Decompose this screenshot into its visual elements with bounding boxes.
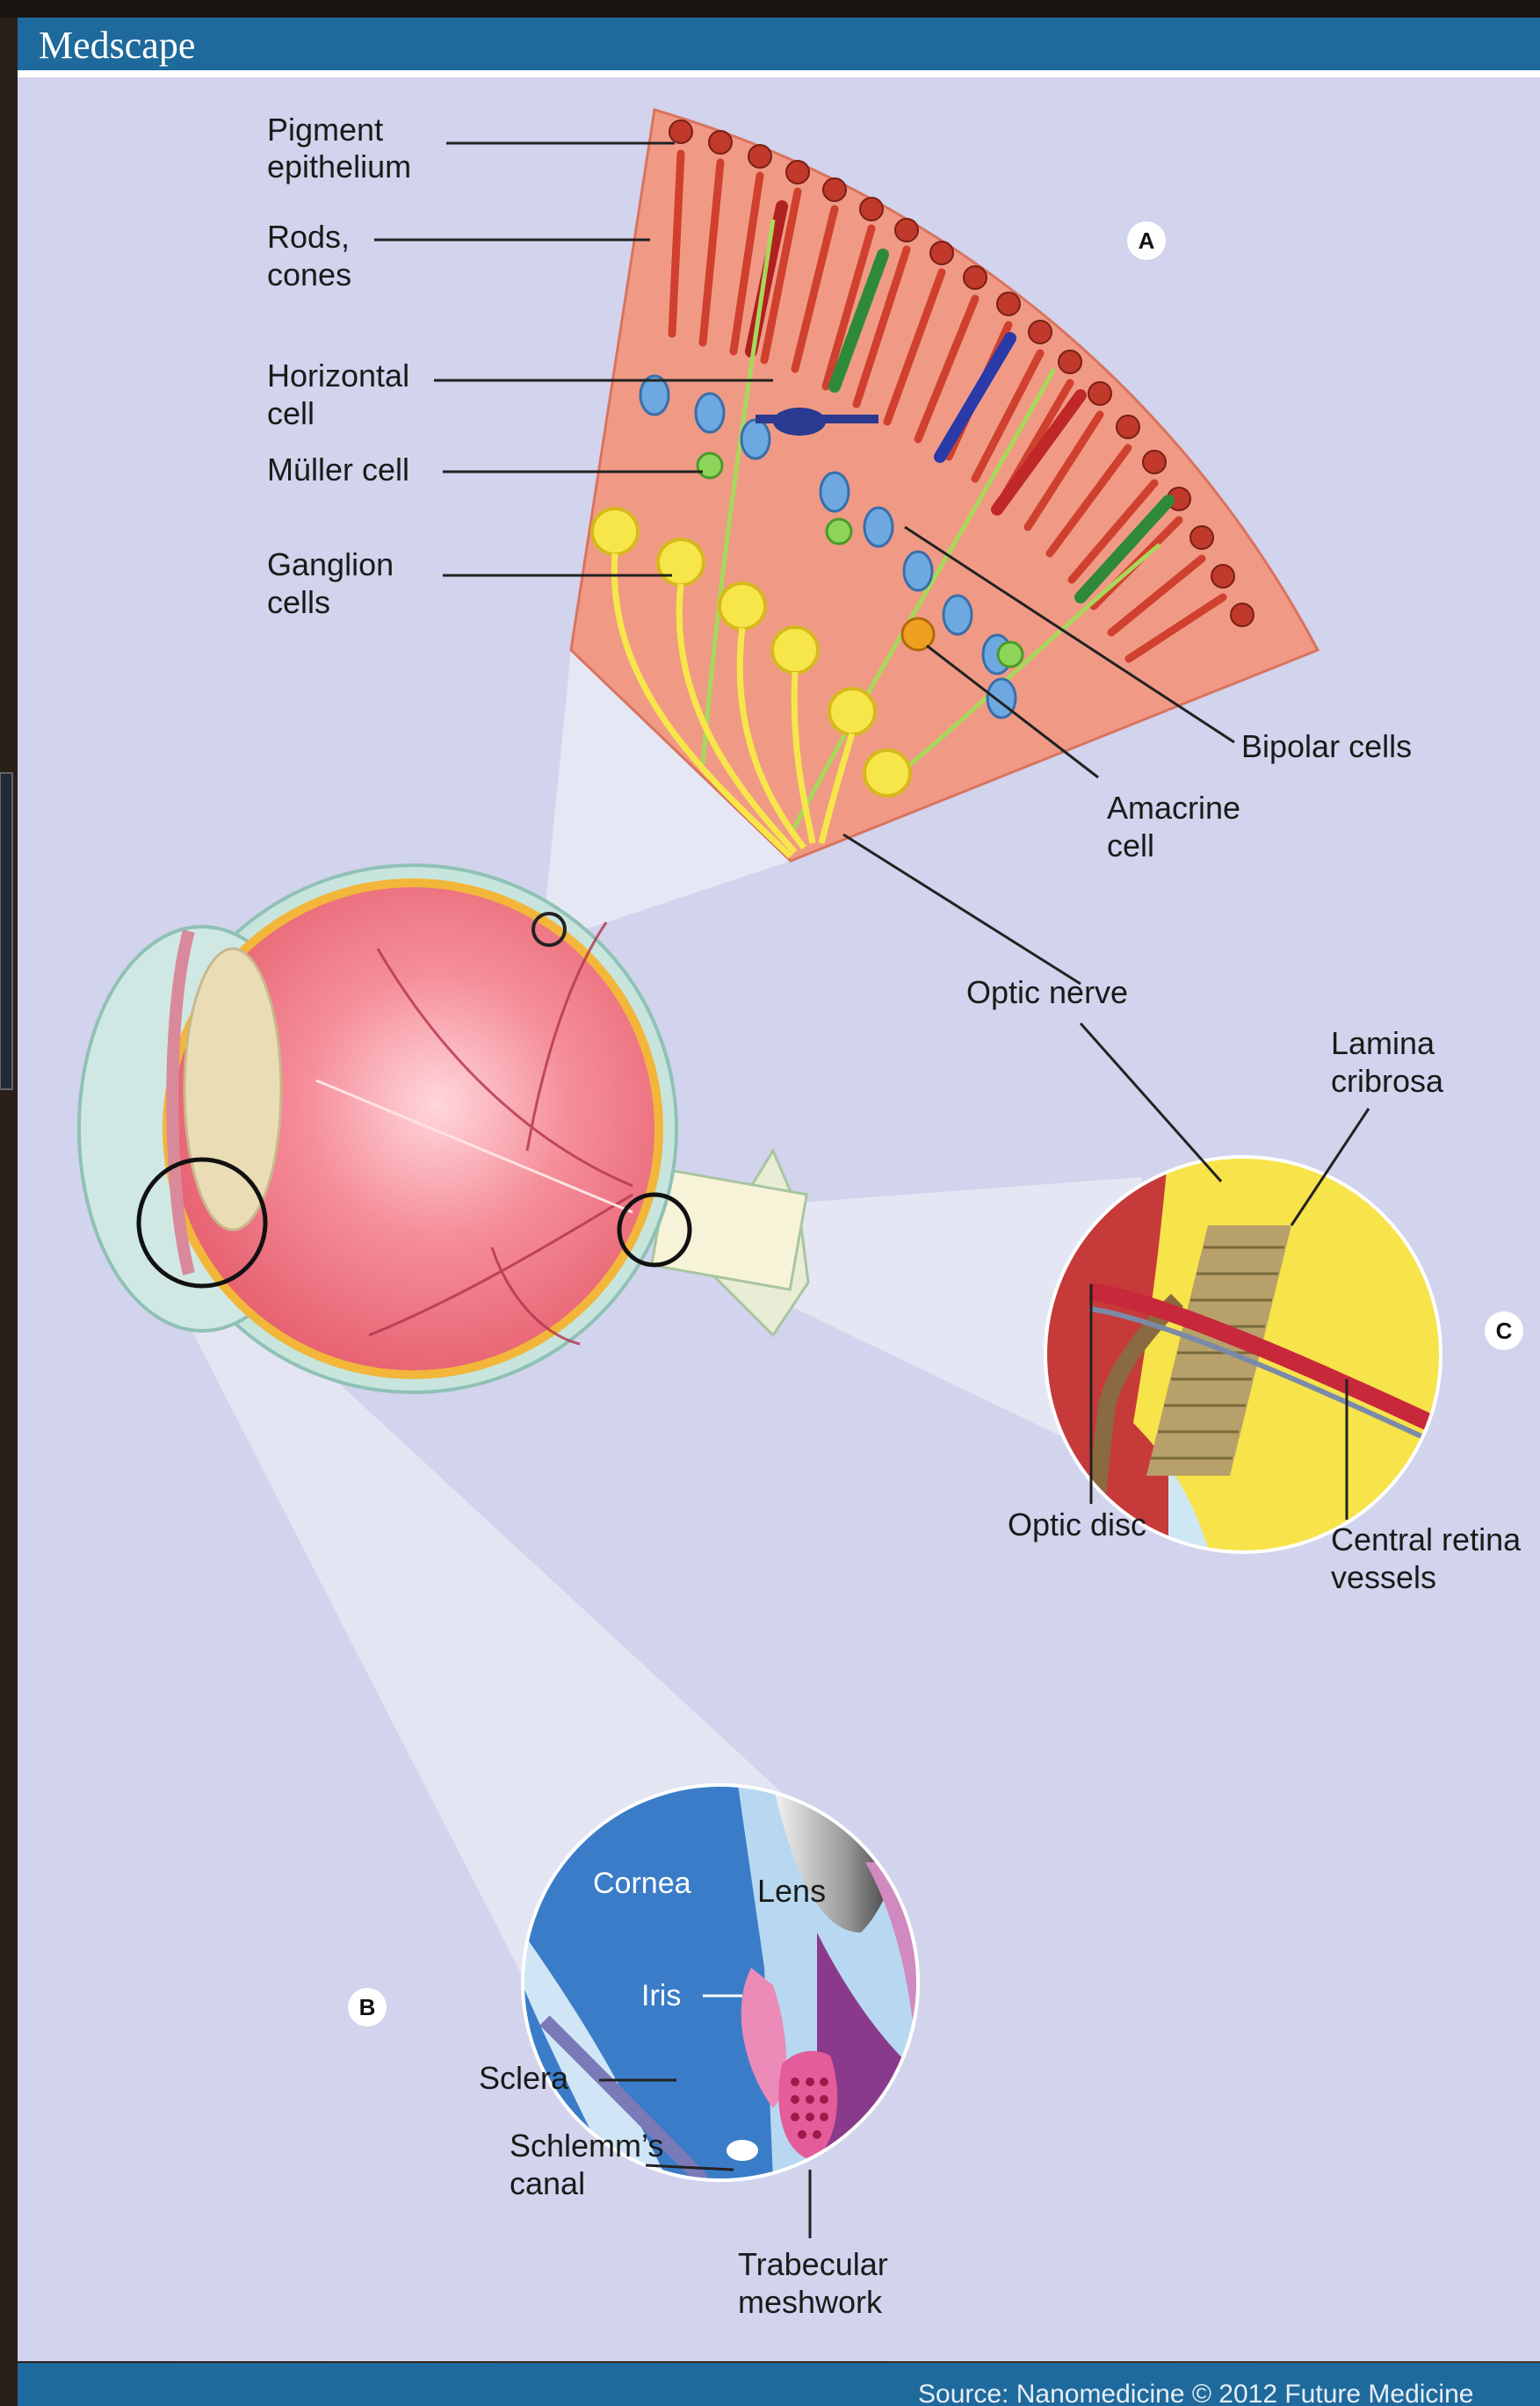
label-cornea: Cornea [593, 1867, 691, 1900]
label-lamina-2: cribrosa [1331, 1063, 1444, 1099]
label-horizontal-1: Horizontal [267, 358, 409, 394]
label-ganglion-2: cells [267, 584, 330, 620]
label-muller: Müller cell [267, 452, 409, 488]
label-schlemm-2: canal [510, 2165, 585, 2201]
label-lens: Lens [757, 1873, 826, 1909]
panel-c-letter: C [1496, 1318, 1513, 1344]
label-optic-nerve: Optic nerve [966, 974, 1128, 1010]
label-trabecular-1: Trabecular [738, 2246, 888, 2282]
amacrine-cell-body [902, 618, 934, 650]
label-horizontal-2: cell [267, 395, 315, 431]
label-central-1: Central retina [1331, 1521, 1522, 1557]
label-amacrine-1: Amacrine [1107, 790, 1240, 826]
panel-a-letter: A [1139, 228, 1155, 254]
label-pigment-2: epithelium [267, 148, 411, 184]
label-schlemm-1: Schlemm’s [510, 2128, 663, 2164]
label-trabecular-2: meshwork [738, 2284, 883, 2320]
label-lamina-1: Lamina [1331, 1025, 1435, 1061]
label-bipolar: Bipolar cells [1241, 728, 1412, 764]
label-central-2: vessels [1331, 1559, 1436, 1595]
schlemms-canal [727, 2140, 758, 2161]
header-bar [18, 18, 1540, 72]
label-rods-2: cones [267, 256, 351, 293]
label-sclera: Sclera [479, 2060, 569, 2096]
iridocorneal-angle-detail [523, 1785, 918, 2180]
label-optic-disc: Optic disc [1008, 1506, 1146, 1543]
label-iris: Iris [641, 1979, 681, 2012]
label-rods-1: Rods, [267, 219, 350, 255]
label-amacrine-2: cell [1107, 827, 1154, 863]
brand-logo: Medscape [39, 24, 195, 67]
panel-b-letter: B [359, 1994, 376, 2020]
label-ganglion-1: Ganglion [267, 546, 394, 582]
label-pigment-1: Pigment [267, 112, 383, 148]
source-credit: Source: Nanomedicine © 2012 Future Medic… [918, 2380, 1473, 2406]
